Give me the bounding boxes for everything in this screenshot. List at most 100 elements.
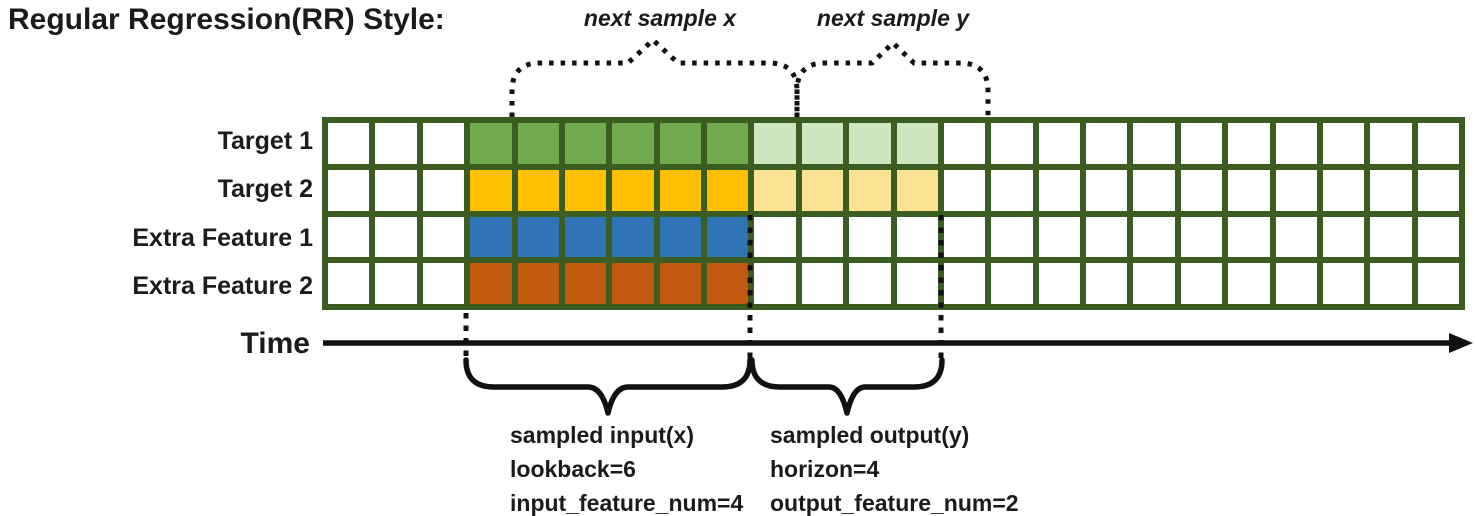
grid-cell — [1086, 263, 1128, 304]
row-label-extra-feature-1: Extra Feature 1 — [132, 224, 313, 252]
grid-cell — [1370, 123, 1412, 164]
grid-cell — [422, 216, 465, 258]
grid-cell — [1275, 123, 1317, 164]
grid-cell — [470, 169, 512, 211]
grid-cell — [517, 123, 559, 164]
grid-cell — [1370, 216, 1412, 258]
grid-cell — [517, 263, 559, 304]
grid-cell — [375, 169, 417, 211]
grid-cell — [991, 123, 1033, 164]
grid-cell — [1228, 169, 1270, 211]
grid-cell — [564, 263, 607, 304]
diagram-title: Regular Regression(RR) Style: — [8, 3, 445, 36]
row-label-extra-feature-2: Extra Feature 2 — [132, 272, 313, 300]
grid-cell — [801, 123, 844, 164]
grid-cell — [896, 216, 938, 258]
grid-cell — [1133, 169, 1175, 211]
next-sample-x-label: next sample x — [583, 5, 737, 31]
sampled-output-brace — [749, 357, 945, 416]
grid-cell — [375, 263, 417, 304]
grid-cell — [612, 216, 654, 258]
grid-cell — [328, 169, 370, 211]
grid-cell — [801, 169, 844, 211]
grid-cell — [422, 123, 465, 164]
input-feature-num-line: input_feature_num=4 — [510, 490, 744, 516]
grid-cell — [991, 216, 1033, 258]
sample-grid — [322, 117, 1465, 310]
grid-cell — [470, 216, 512, 258]
grid-cell — [707, 216, 749, 258]
grid-cell — [375, 123, 417, 164]
grid-cell — [754, 123, 796, 164]
grid-cell — [1180, 263, 1223, 304]
grid-cell — [328, 263, 370, 304]
grid-cell — [1417, 216, 1459, 258]
grid-cell — [564, 216, 607, 258]
sampled-output-annotation: sampled output(y) horizon=4 output_featu… — [770, 418, 1019, 516]
grid-cell — [801, 216, 844, 258]
grid-cell — [1417, 263, 1459, 304]
grid-cell — [849, 216, 891, 258]
grid-cell — [1133, 123, 1175, 164]
sampled-input-annotation: sampled input(x) lookback=6 input_featur… — [510, 418, 743, 516]
grid-cell — [612, 263, 654, 304]
grid-cell — [943, 263, 986, 304]
grid-cell — [707, 169, 749, 211]
sampled-input-line: sampled input(x) — [510, 422, 695, 448]
row-label-target-2: Target 2 — [217, 175, 313, 203]
grid-cell — [470, 123, 512, 164]
grid-cell — [754, 263, 796, 304]
time-arrow-head — [1449, 333, 1473, 353]
grid-cell — [1133, 216, 1175, 258]
grid-cell — [1417, 123, 1459, 164]
sampled-input-brace — [463, 357, 753, 416]
grid-cell — [1370, 169, 1412, 211]
grid-cell — [470, 263, 512, 304]
grid-cell — [564, 123, 607, 164]
grid-cell — [1322, 169, 1365, 211]
next-sample-y-label: next sample y — [816, 5, 970, 31]
output-feature-num-line: output_feature_num=2 — [770, 490, 1019, 516]
grid-cell — [849, 123, 891, 164]
grid-cell — [659, 123, 701, 164]
grid-cell — [1133, 263, 1175, 304]
grid-cell — [1322, 216, 1365, 258]
grid-cell — [896, 169, 938, 211]
grid-cell — [1180, 169, 1223, 211]
horizon-line: horizon=4 — [770, 456, 880, 482]
grid-cell — [801, 263, 844, 304]
grid-cell — [896, 123, 938, 164]
grid-cell — [1228, 123, 1270, 164]
grid-cell — [612, 169, 654, 211]
grid-cell — [659, 216, 701, 258]
grid-cell — [1228, 263, 1270, 304]
grid-cell — [991, 169, 1033, 211]
grid-cell — [1038, 123, 1080, 164]
grid-cell — [517, 169, 559, 211]
grid-cell — [422, 169, 465, 211]
next-sample-y-brace — [794, 39, 991, 117]
grid-cell — [328, 216, 370, 258]
grid-cell — [1275, 169, 1317, 211]
grid-cell — [1086, 123, 1128, 164]
grid-cell — [1038, 169, 1080, 211]
grid-cell — [849, 263, 891, 304]
lookback-line: lookback=6 — [510, 456, 636, 482]
grid-cell — [1275, 216, 1317, 258]
time-axis-label: Time — [240, 327, 310, 360]
grid-cell — [1228, 216, 1270, 258]
grid-cell — [564, 169, 607, 211]
grid-cell — [943, 123, 986, 164]
grid-cell — [1038, 263, 1080, 304]
grid-cell — [943, 216, 986, 258]
grid-cell — [1370, 263, 1412, 304]
grid-cell — [375, 216, 417, 258]
grid-cell — [896, 263, 938, 304]
grid-cell — [1086, 216, 1128, 258]
grid-cell — [1180, 216, 1223, 258]
grid-cell — [754, 169, 796, 211]
grid-cell — [943, 169, 986, 211]
grid-cell — [707, 263, 749, 304]
grid-cell — [849, 169, 891, 211]
